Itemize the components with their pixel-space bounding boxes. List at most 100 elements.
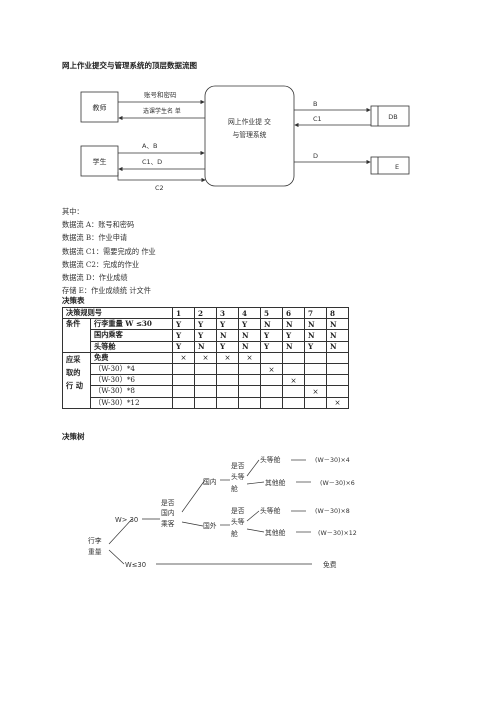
table-cell: × [260, 362, 283, 376]
table-row: 国内乘客 Y Y N N Y Y N N [63, 329, 349, 342]
rule-number-cell: 2 [194, 306, 217, 320]
table-row: 头等舱 Y N Y N Y N Y N [63, 340, 349, 353]
tree-first-question: 头等 [231, 517, 245, 526]
table-cell [194, 396, 217, 409]
decision-table: 决策规则号 1 2 3 4 5 6 7 8 条件 行李重量 W ≤30 Y Y … [62, 306, 349, 409]
tree-branch-line [108, 549, 125, 565]
table-cell: × [172, 351, 195, 364]
table-cell: N [326, 318, 349, 331]
db-store-box [370, 105, 410, 127]
table-cell [216, 385, 239, 398]
action-label-line: 取的 [66, 367, 81, 377]
condition-name-cell: 头等舱 [90, 340, 173, 353]
table-cell: × [238, 351, 261, 364]
table-cell: Y [304, 340, 327, 353]
table-cell [172, 374, 195, 387]
table-cell [260, 385, 283, 398]
tree-fee-label: (W－30)×4 [315, 457, 350, 464]
tree-branch-line [246, 481, 265, 485]
rule-header-cell: 决策规则号 [62, 306, 173, 320]
decision-tree-heading: 决策树 [62, 432, 85, 441]
table-cell: N [260, 318, 283, 331]
process-box [204, 85, 295, 187]
rule-number-cell: 8 [326, 306, 349, 320]
data-flow-diagram: 教师 学生 网上作业提 交 与管理系统 DB E 账号和密码 选课学生名 单 A… [80, 85, 410, 192]
flow-label-roster: 选课学生名 单 [143, 107, 181, 115]
table-cell [238, 362, 261, 376]
table-cell [216, 374, 239, 387]
notes-line: 数据流 D：作业成绩 [62, 273, 128, 283]
table-cell: N [282, 318, 305, 331]
table-cell [238, 396, 261, 409]
flow-label-ab: A、B [142, 142, 157, 150]
notes-line: 数据流 B：作业申请 [62, 233, 128, 243]
table-cell [260, 374, 283, 387]
teacher-entity-label: 教师 [93, 103, 107, 112]
tree-first-question: 舱 [231, 529, 238, 538]
rule-number-cell: 1 [172, 306, 195, 320]
table-row: （W-30）*4 × [63, 362, 349, 376]
table-cell: Y [282, 329, 305, 342]
tree-free-label: 免费 [323, 560, 337, 569]
notes-line: 数据流 C1：需要完成的 作业 [62, 246, 156, 256]
process-label-line2: 与管理系统 [233, 130, 267, 139]
tree-first-question: 舱 [231, 484, 238, 493]
table-cell: Y [260, 329, 283, 342]
tree-domestic-question: 国内 [161, 508, 175, 517]
table-cell [172, 385, 195, 398]
tree-domestic-question: 是否 [161, 499, 175, 507]
table-cell: N [238, 329, 261, 342]
action-name-cell: 免费 [90, 351, 173, 364]
table-cell [194, 385, 217, 398]
tree-root-label: 行李 [88, 536, 102, 545]
table-cell [304, 351, 327, 364]
table-cell [194, 362, 217, 376]
table-cell: Y [194, 318, 217, 331]
table-cell: Y [238, 318, 261, 331]
flow-label-c1d: C1、D [142, 158, 162, 166]
table-cell: Y [194, 329, 217, 342]
table-row: （W-30）*8 × [63, 385, 349, 398]
tree-w-le-label: W≤30 [125, 561, 146, 569]
table-row: 决策规则号 1 2 3 4 5 6 7 8 [62, 306, 349, 320]
tree-first-question: 是否 [231, 462, 245, 470]
student-entity-box [80, 145, 119, 177]
table-row: （W-30）*12 × [63, 396, 349, 409]
table-row: 条件 行李重量 W ≤30 Y Y Y Y N N N N [62, 318, 349, 353]
notes-block: 其中： 数据流 A：账号和密码 数据流 B：作业申请 数据流 C1：需要完成的 … [62, 205, 156, 297]
action-label-line: 行 动 [66, 380, 83, 390]
table-cell: × [216, 351, 239, 364]
table-cell: × [194, 351, 217, 364]
page-title: 网上作业提交与管理系统的顶层数据流图 [62, 61, 197, 70]
tree-branch-line [108, 518, 133, 545]
flow-label-d: D [313, 152, 318, 160]
rule-number-cell: 6 [282, 306, 305, 320]
teacher-entity-box [80, 91, 119, 123]
table-cell: Y [216, 340, 239, 353]
table-row: （W-30）*6 × [63, 374, 349, 387]
tree-branch-line [181, 479, 206, 513]
tree-first-question: 头等 [231, 472, 245, 481]
action-name-cell: （W-30）*12 [90, 396, 173, 409]
decision-table-heading: 决策表 [62, 296, 85, 305]
table-cell: × [304, 385, 327, 398]
flow-label-b: B [313, 100, 317, 108]
table-cell: Y [172, 340, 195, 353]
tree-other-label: 其他舱 [265, 478, 286, 487]
flow-label-account: 账号和密码 [144, 90, 177, 99]
table-cell: N [326, 340, 349, 353]
tree-fee-label: (W－30)×6 [320, 480, 355, 487]
tree-domestic-label: 国内 [203, 477, 217, 486]
table-cell [172, 396, 195, 409]
table-cell [172, 362, 195, 376]
table-cell: Y [216, 318, 239, 331]
table-cell [194, 374, 217, 387]
tree-branch-line [246, 459, 260, 477]
e-store-box [370, 156, 410, 175]
tree-foreign-label: 国外 [203, 521, 217, 530]
table-cell [304, 374, 327, 387]
flow-label-c2: C2 [155, 184, 164, 192]
table-cell: N [326, 329, 349, 342]
condition-name-cell: 行李重量 W ≤30 [90, 318, 173, 331]
table-cell [326, 385, 349, 398]
